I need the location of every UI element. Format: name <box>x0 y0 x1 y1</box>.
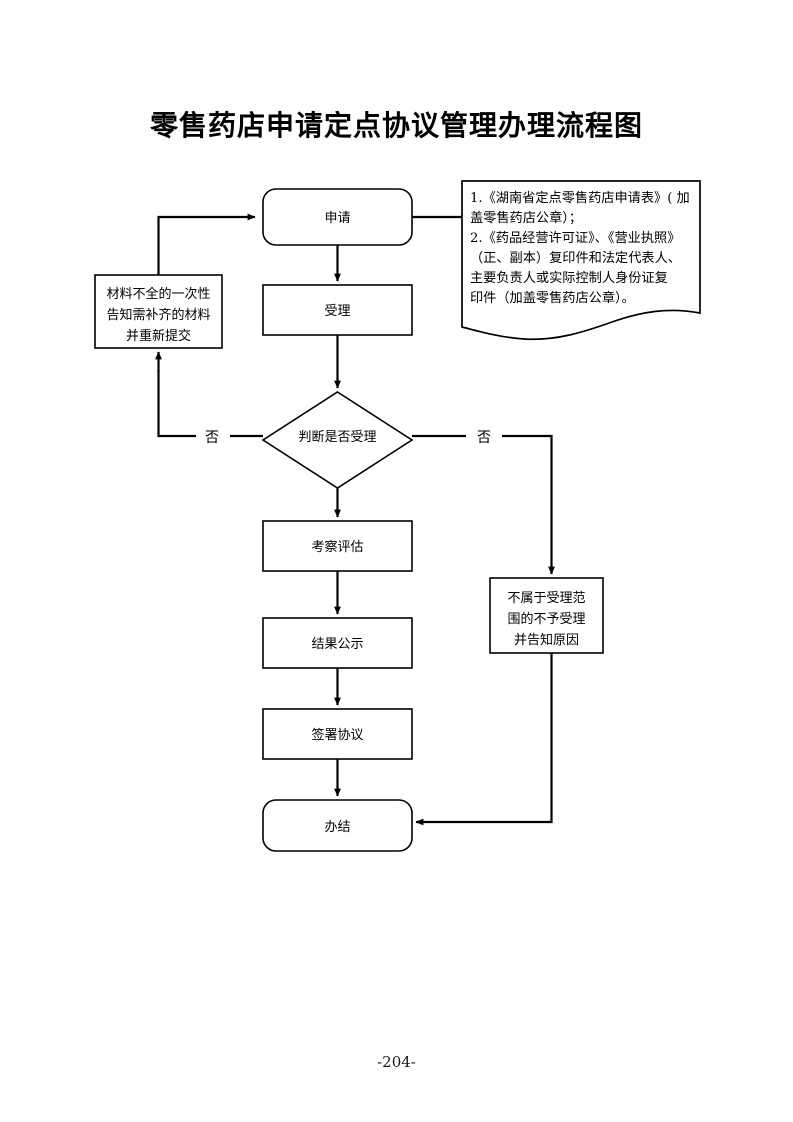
edge-reject-to-done <box>415 653 553 826</box>
edge-decide-to-resubmit-run <box>157 370 196 438</box>
edge-decide-to-reject <box>502 434 555 575</box>
node-publish[interactable]: 结果公示 <box>262 617 413 669</box>
node-complete-label: 办结 <box>324 820 350 835</box>
note-line-5: 主要负责人或实际控制人身份证复 <box>470 270 668 286</box>
page-number: -204- <box>377 1053 416 1071</box>
node-resubmit-line-2: 告知需补齐的材料 <box>106 307 210 323</box>
note-line-4: （正、副本）复印件和法定代表人、 <box>470 250 681 266</box>
node-accept-label: 受理 <box>324 304 350 319</box>
edge-label-no-right: 否 <box>477 430 491 446</box>
node-decision-label: 判断是否受理 <box>298 430 376 445</box>
node-sign-agreement[interactable]: 签署协议 <box>262 708 413 760</box>
node-accept[interactable]: 受理 <box>262 284 413 336</box>
node-reject-line-2: 围的不予受理 <box>507 611 585 627</box>
node-reject[interactable]: 不属于受理范 围的不予受理 并告知原因 <box>489 577 604 654</box>
node-apply[interactable]: 申请 <box>262 188 413 246</box>
note-line-2: 盖零售药店公章）； <box>470 209 582 226</box>
node-resubmit-line-1: 材料不全的一次性 <box>106 286 210 302</box>
node-resubmit-line-3: 并重新提交 <box>126 328 191 344</box>
note-line-3: 2.《药品经营许可证》、《营业执照》 <box>470 230 680 246</box>
node-complete[interactable]: 办结 <box>262 799 413 852</box>
edge-resubmit-to-apply <box>157 213 256 275</box>
note-line-1: 1.《湖南省定点零售药店申请表》( 加 <box>470 190 690 206</box>
application-materials-note: 1.《湖南省定点零售药店申请表》( 加 盖零售药店公章）； 2.《药品经营许可证… <box>461 180 701 341</box>
edge-label-no-left: 否 <box>205 430 219 446</box>
node-sign-agreement-label: 签署协议 <box>311 727 363 743</box>
node-publish-label: 结果公示 <box>311 637 363 652</box>
note-line-6: 印件（加盖零售药店公章）。 <box>470 289 635 306</box>
node-review-label: 考察评估 <box>311 540 363 555</box>
node-reject-line-3: 并告知原因 <box>514 632 579 648</box>
node-resubmit[interactable]: 材料不全的一次性 告知需补齐的材料 并重新提交 <box>94 274 223 349</box>
node-reject-line-1: 不属于受理范 <box>507 591 585 606</box>
node-apply-label: 申请 <box>324 211 350 226</box>
node-review[interactable]: 考察评估 <box>262 520 413 572</box>
node-decision[interactable]: 判断是否受理 <box>261 391 414 489</box>
page-title: 零售药店申请定点协议管理办理流程图 <box>149 109 643 142</box>
